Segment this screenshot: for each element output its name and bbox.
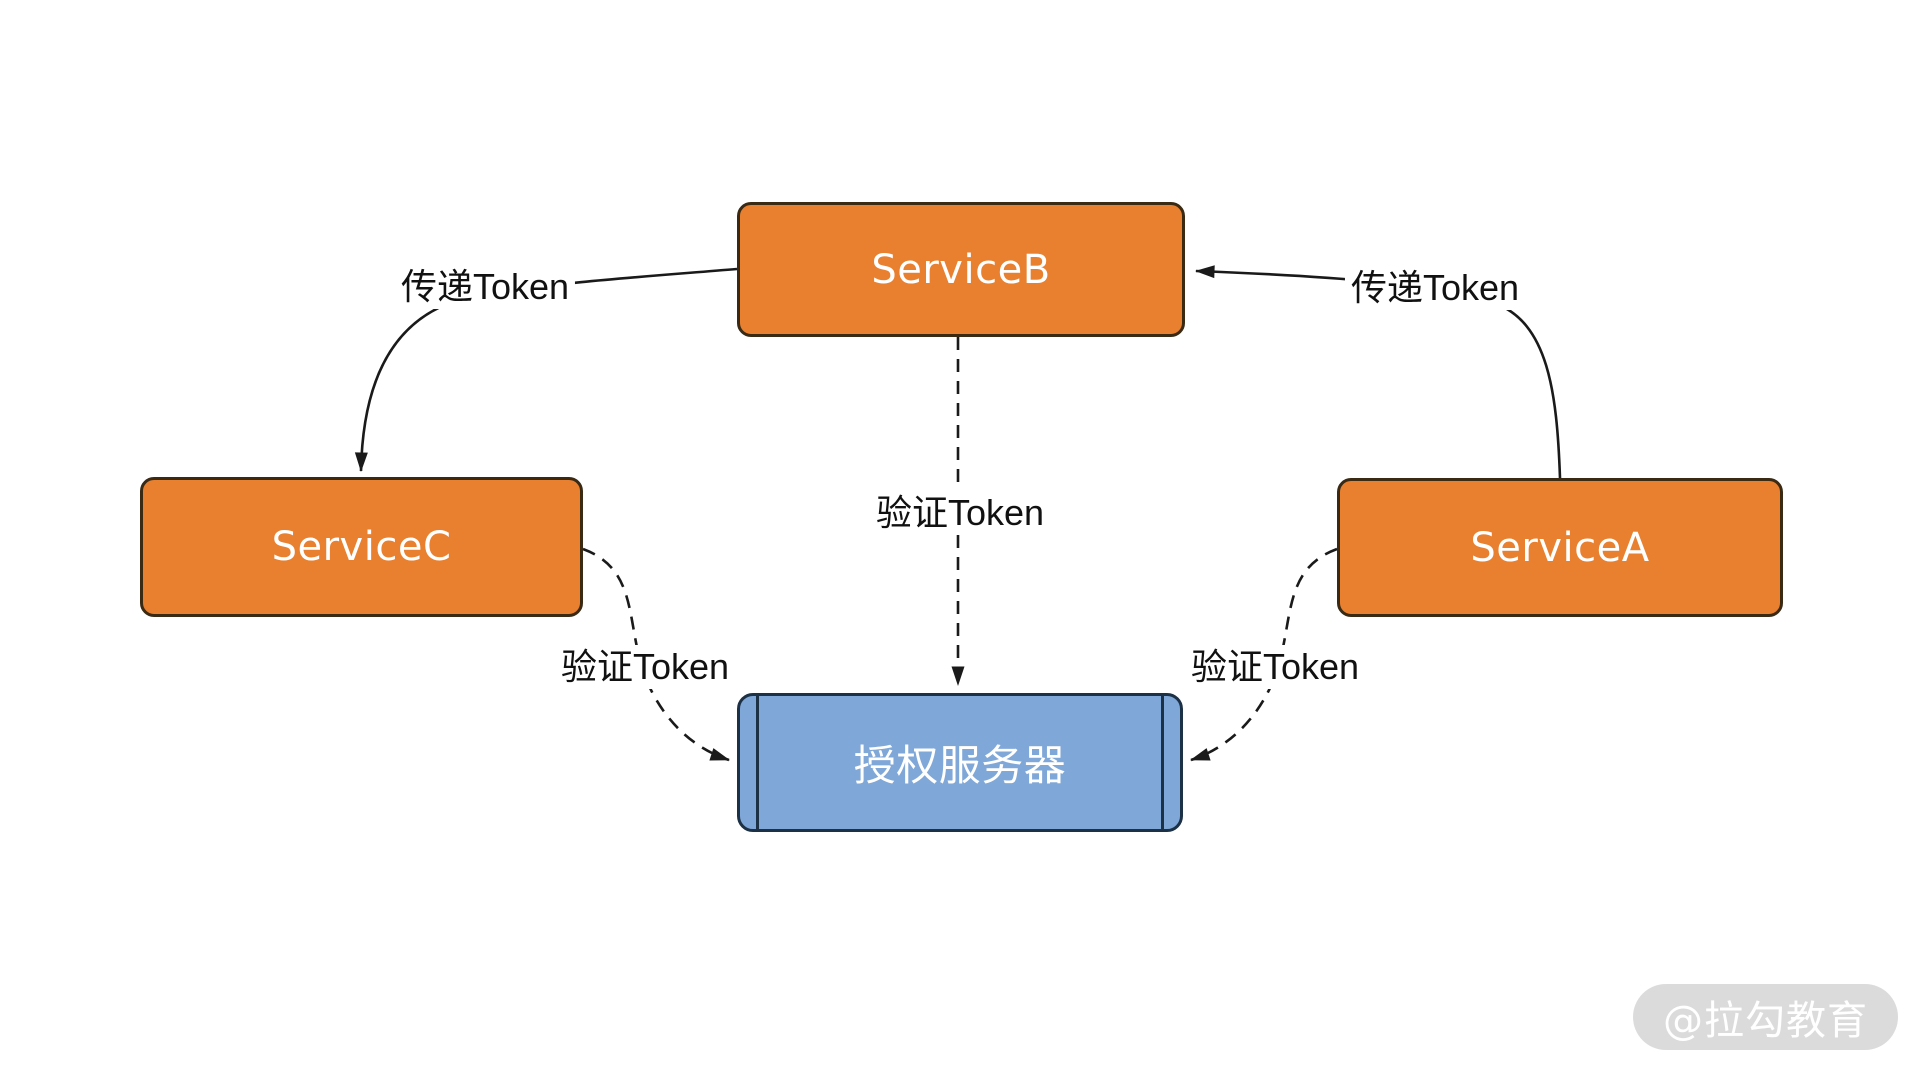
- watermark-text: @拉勾教育: [1663, 998, 1868, 1044]
- node-service-b: ServiceB: [737, 202, 1185, 337]
- edge-label-verify-token-left: 验证Token: [554, 645, 736, 689]
- edge-label-pass-token-right: 传递Token: [1344, 266, 1526, 310]
- node-auth-server-label: 授权服务器: [853, 741, 1067, 790]
- node-auth-server: 授权服务器: [737, 693, 1183, 832]
- edge-label-pass-token-left: 传递Token: [394, 265, 576, 309]
- node-service-c: ServiceC: [140, 477, 583, 617]
- node-service-c-label: ServiceC: [271, 524, 452, 570]
- watermark-badge: @拉勾教育: [1633, 984, 1898, 1050]
- node-service-a-label: ServiceA: [1470, 524, 1650, 571]
- node-service-b-label: ServiceB: [871, 246, 1051, 293]
- auth-right-divider: [1161, 696, 1164, 829]
- edge-label-verify-token-right: 验证Token: [1184, 645, 1366, 689]
- node-service-a: ServiceA: [1337, 478, 1783, 617]
- edge-label-verify-token-center: 验证Token: [869, 491, 1051, 535]
- auth-left-divider: [756, 696, 759, 829]
